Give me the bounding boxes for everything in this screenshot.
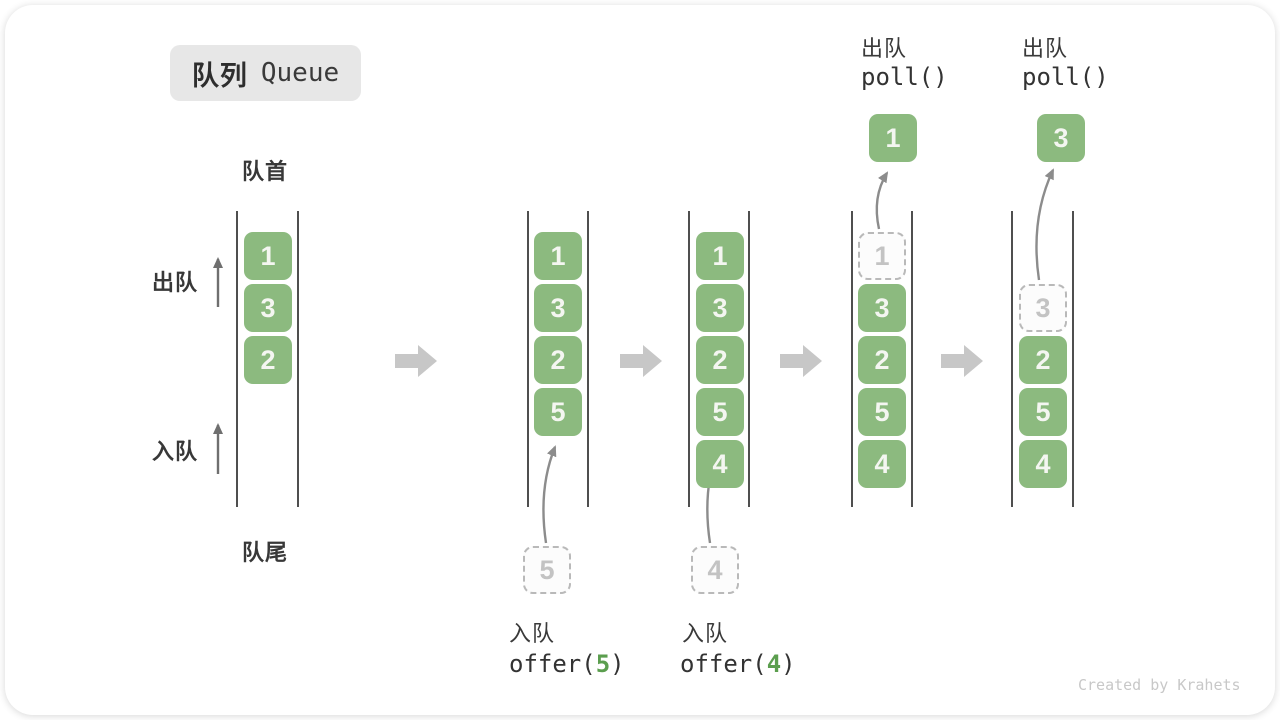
- queue-item: 5: [1019, 388, 1067, 436]
- queue-item: 3: [534, 284, 582, 332]
- queue-item: 2: [696, 336, 744, 384]
- queue-item: 5: [858, 388, 906, 436]
- queue-front-label: 队首: [242, 159, 289, 184]
- queue-item: 3: [858, 284, 906, 332]
- enqueue-op-code: offer(4): [680, 650, 796, 678]
- enqueue-op-code: offer(5): [509, 650, 625, 678]
- queue-item: 4: [696, 440, 744, 488]
- queue-wall: [587, 211, 589, 507]
- dequeue-op-label: 出队: [1022, 36, 1069, 61]
- dequeue-op-code: poll(): [861, 63, 948, 91]
- queue-item: 2: [244, 336, 292, 384]
- code-arg: 4: [766, 650, 782, 678]
- queue-item: 4: [1019, 440, 1067, 488]
- queue-wall: [236, 211, 238, 507]
- queue-item: 2: [858, 336, 906, 384]
- diagram-card: [5, 5, 1275, 715]
- removed-item: 3: [1019, 284, 1067, 332]
- popped-item: 3: [1037, 114, 1085, 162]
- queue-item: 2: [534, 336, 582, 384]
- code-pre: offer(: [509, 650, 596, 678]
- queue-item: 1: [534, 232, 582, 280]
- queue-item: 3: [696, 284, 744, 332]
- queue-item: 1: [696, 232, 744, 280]
- queue-item: 5: [534, 388, 582, 436]
- queue-wall: [1072, 211, 1074, 507]
- watermark-credit: Created by Krahets: [1078, 676, 1241, 694]
- code-arg: 5: [595, 650, 611, 678]
- queue-wall: [748, 211, 750, 507]
- queue-item: 3: [244, 284, 292, 332]
- title-en: Queue: [260, 58, 340, 88]
- queue-item: 4: [858, 440, 906, 488]
- code-post: ): [610, 650, 625, 678]
- enqueue-op-label: 入队: [509, 621, 556, 646]
- queue-wall: [688, 211, 690, 507]
- pending-item: 5: [523, 546, 571, 594]
- enqueue-op-label: 入队: [682, 621, 729, 646]
- queue-wall: [851, 211, 853, 507]
- queue-item: 2: [1019, 336, 1067, 384]
- enqueue-side-label: 入队: [152, 439, 199, 464]
- queue-wall: [527, 211, 529, 507]
- title-zh: 队列: [191, 60, 248, 91]
- dequeue-op-label: 出队: [861, 36, 908, 61]
- queue-item: 1: [244, 232, 292, 280]
- dequeue-op-code: poll(): [1022, 63, 1109, 91]
- queue-rear-label: 队尾: [242, 540, 289, 565]
- code-post: ): [781, 650, 796, 678]
- queue-wall: [297, 211, 299, 507]
- pending-item: 4: [691, 546, 739, 594]
- queue-item: 5: [696, 388, 744, 436]
- code-pre: offer(: [680, 650, 767, 678]
- queue-wall: [1011, 211, 1013, 507]
- queue-wall: [911, 211, 913, 507]
- dequeue-side-label: 出队: [152, 270, 199, 295]
- title-badge: 队列 Queue: [170, 45, 361, 101]
- popped-item: 1: [869, 114, 917, 162]
- removed-item: 1: [858, 232, 906, 280]
